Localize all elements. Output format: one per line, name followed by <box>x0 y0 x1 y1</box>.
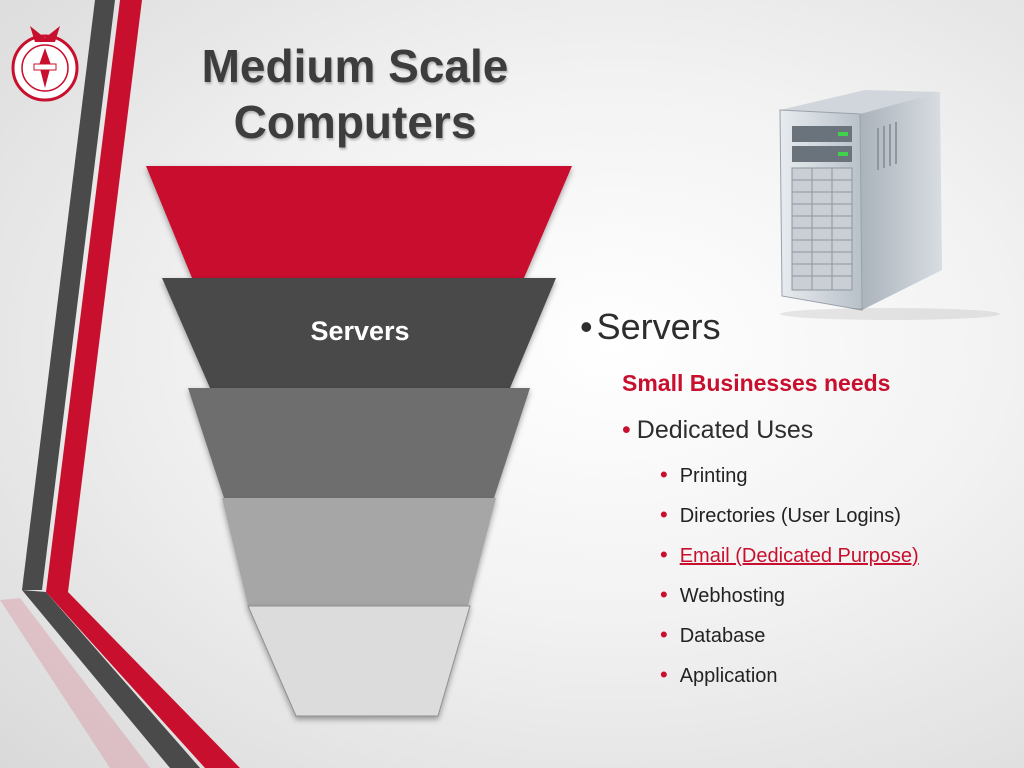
university-seal-logo <box>11 26 79 102</box>
slide-title: Medium Scale Computers <box>150 38 560 150</box>
server-tower-image <box>779 90 1000 320</box>
list-item-text: Database <box>679 625 766 647</box>
funnel-layer-5 <box>247 605 471 717</box>
list-item-webhosting: • Webhosting <box>660 582 785 608</box>
list-item-directories: • Directories (User Logins) <box>660 502 901 528</box>
bullet-servers: •Servers <box>580 306 721 348</box>
funnel-label-servers: Servers <box>310 316 410 346</box>
bullet-dot: • <box>660 542 668 567</box>
bullet-dot: • <box>660 502 668 527</box>
bullet-dot: • <box>580 306 593 347</box>
bullet-dot: • <box>622 416 631 444</box>
funnel-layer-4 <box>222 498 496 606</box>
list-item-printing: • Printing <box>660 462 748 488</box>
slide-title-line2: Computers <box>233 96 477 148</box>
list-item-database: • Database <box>660 622 765 648</box>
bullet-dot: • <box>660 622 668 647</box>
bullet-dot: • <box>660 462 668 487</box>
list-item-text: Directories (User Logins) <box>679 505 901 527</box>
list-item-email: • Email (Dedicated Purpose) <box>660 542 919 568</box>
list-item-text: Application <box>679 665 778 687</box>
slide-title-line1: Medium Scale <box>201 40 509 92</box>
subheading-small-businesses: Small Businesses needs <box>622 370 891 396</box>
bullet-servers-text: Servers <box>596 306 721 347</box>
bullet-dot: • <box>660 582 668 607</box>
bullet-dedicated-uses: •Dedicated Uses <box>622 416 813 445</box>
funnel-layer-2 <box>162 278 556 388</box>
funnel-diagram <box>146 166 572 717</box>
funnel-layer-3 <box>188 388 530 498</box>
funnel-layer-1 <box>146 166 572 278</box>
list-item-text: Webhosting <box>679 585 785 607</box>
bullet-dedicated-uses-text: Dedicated Uses <box>636 416 814 444</box>
list-item-text: Printing <box>679 465 748 487</box>
email-link[interactable]: Email (Dedicated Purpose) <box>679 545 919 567</box>
bullet-dot: • <box>660 662 668 687</box>
list-item-application: • Application <box>660 662 778 688</box>
